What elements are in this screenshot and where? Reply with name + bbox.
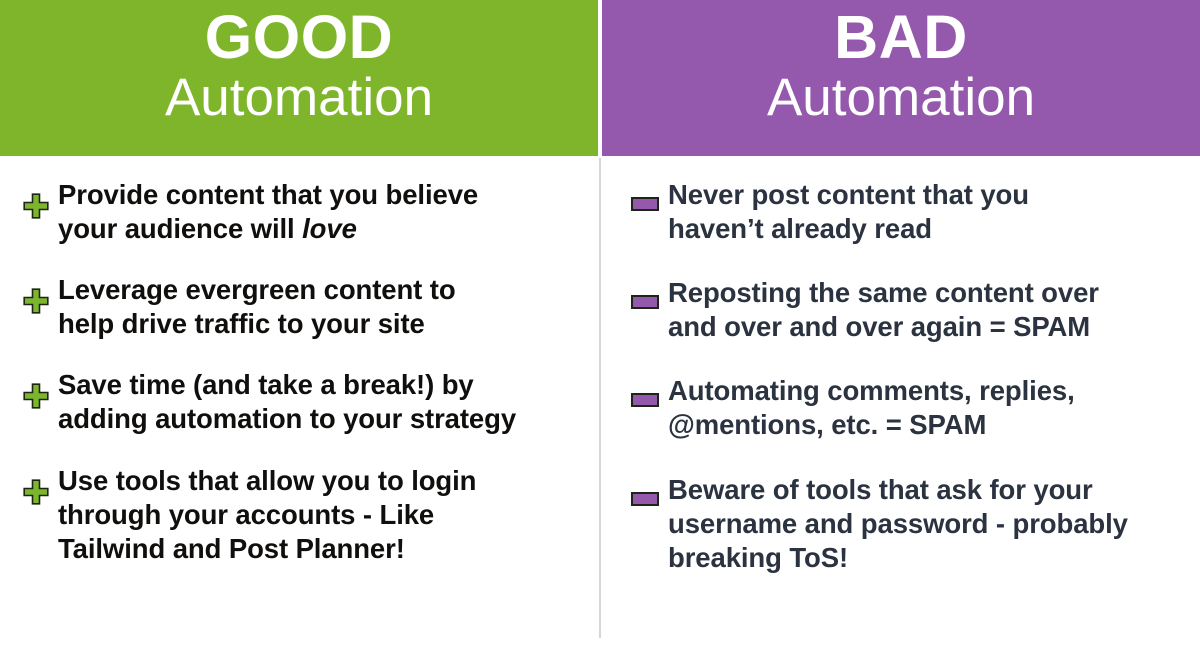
- minus-icon-slot: [622, 178, 668, 216]
- minus-icon-slot: [622, 276, 668, 314]
- plus-icon: [23, 288, 49, 319]
- plus-icon-slot: [14, 368, 58, 414]
- good-column-header: GOOD Automation: [0, 0, 598, 156]
- column-divider: [599, 158, 601, 638]
- list-item: Automating comments, replies,@mentions, …: [622, 374, 1170, 442]
- minus-icon-slot: [622, 374, 668, 412]
- plus-icon-slot: [14, 464, 58, 510]
- minus-icon: [631, 491, 659, 511]
- plus-icon: [23, 383, 49, 414]
- plus-icon-slot: [14, 273, 58, 319]
- bad-column-header: BAD Automation: [602, 0, 1200, 156]
- good-header-subtitle: Automation: [164, 68, 434, 128]
- plus-icon: [23, 478, 49, 510]
- minus-icon: [631, 197, 659, 216]
- header-divider-gap: [598, 0, 602, 156]
- good-header-title: GOOD: [204, 3, 394, 71]
- bad-header-title: BAD: [834, 3, 968, 71]
- bad-header-subtitle: Automation: [766, 68, 1036, 128]
- plus-icon: [23, 193, 49, 224]
- header-band: GOOD Automation BAD Automation: [0, 0, 1200, 156]
- plus-icon-slot: [14, 178, 58, 224]
- minus-icon-slot: [622, 473, 668, 511]
- list-item-text: Automating comments, replies,@mentions, …: [668, 375, 1075, 441]
- minus-icon: [631, 393, 659, 412]
- minus-icon: [631, 295, 659, 314]
